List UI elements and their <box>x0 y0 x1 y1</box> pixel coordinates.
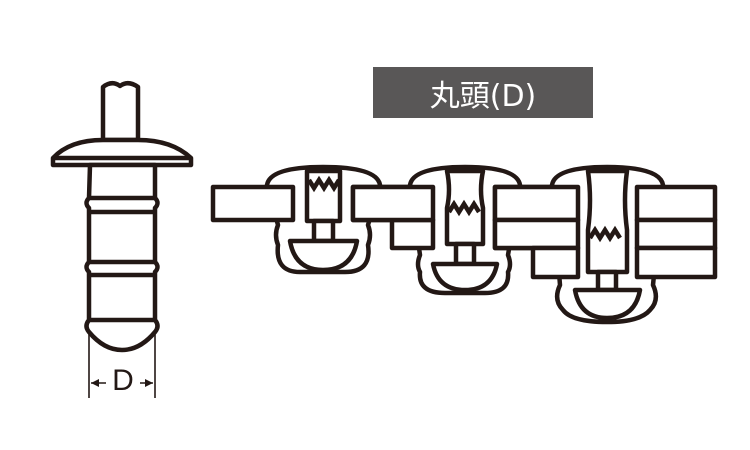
rivet-installed-3 <box>492 164 718 325</box>
title-label: 丸頭(D) <box>373 67 593 118</box>
dimension-label: D <box>106 364 140 398</box>
rivet-side-view <box>50 81 194 398</box>
